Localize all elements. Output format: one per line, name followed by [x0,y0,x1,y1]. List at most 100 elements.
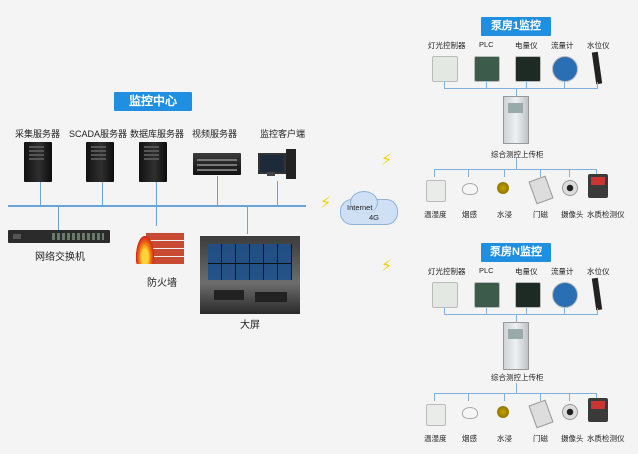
camera-icon [562,180,578,196]
water-level-icon [591,51,603,85]
connector [247,206,248,234]
connector [596,393,597,401]
connector [444,308,445,314]
stationN-device-label: 电量仪 [515,267,538,276]
internet-cloud-icon [336,189,398,225]
power-meter-icon [515,282,541,308]
connector [434,169,435,177]
connector [540,393,541,401]
connector [486,82,487,88]
connector [277,181,278,206]
flowmeter-icon [552,282,578,308]
stationN-cabinet-label: 综合测控上传柜 [491,373,544,382]
stationN-device-label: 流量计 [551,267,574,276]
station1-sensor-label: 烟感 [462,210,477,219]
connector [569,393,570,401]
station1-cabinet-label: 综合测控上传柜 [491,150,544,159]
cloud-4g-label: 4G [369,213,380,222]
connector [597,308,598,314]
temp-humidity-icon [426,180,446,202]
light-controller-icon [432,282,458,308]
door-sensor-icon [528,399,554,429]
connector [468,169,469,177]
stationN-sensor-label: 烟感 [462,434,477,443]
connector [156,182,157,206]
stationN-sensor-label: 摄像头 [561,434,584,443]
power-meter-icon [515,56,541,82]
connector [217,176,218,206]
water-leak-icon [497,182,509,194]
connector [516,383,517,393]
station1-cabinet-icon [503,96,529,144]
connector [596,169,597,177]
connector [516,158,517,169]
big-screen-image [200,236,300,314]
plc-icon [474,56,500,82]
database-server-label: 数据库服务器 [130,129,185,139]
station1-device-label: PLC [479,40,494,49]
connector [526,82,527,88]
station1-title: 泵房1监控 [481,17,551,36]
firewall-label: 防火墙 [147,278,177,289]
collection-server-label: 采集服务器 [15,129,61,139]
firewall-icon [136,226,184,266]
collection-server-icon [24,142,52,182]
stationN-device-label: 灯光控制器 [428,267,466,276]
stationN-sensor-label: 温湿度 [424,434,447,443]
camera-icon [562,404,578,420]
water-leak-icon [497,406,509,418]
station1-device-label: 水位仪 [587,41,610,50]
door-sensor-icon [528,175,554,205]
network-switch-icon [8,230,110,243]
connector [569,169,570,177]
water-quality-icon [588,174,608,198]
connector [40,182,41,206]
plc-icon [474,282,500,308]
stationN-sensor-label: 水浸 [497,434,512,443]
lightning-icon: ⚡ [381,258,393,275]
connector [102,182,103,206]
stationN-device-label: PLC [479,266,494,275]
connector [516,88,517,96]
stationN-device-label: 水位仪 [587,267,610,276]
stationN-title: 泵房N监控 [481,243,551,262]
big-screen-label: 大屏 [240,320,260,331]
station1-sensor-label: 摄像头 [561,210,584,219]
cloud-internet-label: Internet [347,203,373,212]
connector [434,169,596,170]
connector [58,206,59,230]
light-controller-icon [432,56,458,82]
connector [564,308,565,314]
station1-device-label: 灯光控制器 [428,41,466,50]
monitor-client-label: 监控客户端 [260,129,306,139]
station1-device-label: 电量仪 [515,41,538,50]
connector [504,393,505,401]
station1-sensor-label: 温湿度 [424,210,447,219]
connector [526,308,527,314]
connector [434,393,435,401]
connector [540,169,541,177]
connector [434,393,596,394]
smoke-detector-icon [462,183,478,195]
connector [444,82,445,88]
smoke-detector-icon [462,407,478,419]
video-server-label: 视频服务器 [192,129,238,139]
connector [597,82,598,88]
station1-sensor-label: 水浸 [497,210,512,219]
center-title: 监控中心 [114,92,192,111]
lightning-icon: ⚡ [381,152,393,169]
stationN-sensor-label: 门磁 [533,434,548,443]
scada-server-icon [86,142,114,182]
video-server-icon [193,153,241,175]
connector [504,169,505,177]
connector [516,314,517,322]
monitor-client-icon [258,149,296,181]
station1-device-label: 流量计 [551,41,574,50]
connector [468,393,469,401]
temp-humidity-icon [426,404,446,426]
lightning-icon: ⚡ [320,195,332,212]
station1-sensor-label: 门磁 [533,210,548,219]
connector [444,88,598,89]
connector [486,308,487,314]
connector [564,82,565,88]
